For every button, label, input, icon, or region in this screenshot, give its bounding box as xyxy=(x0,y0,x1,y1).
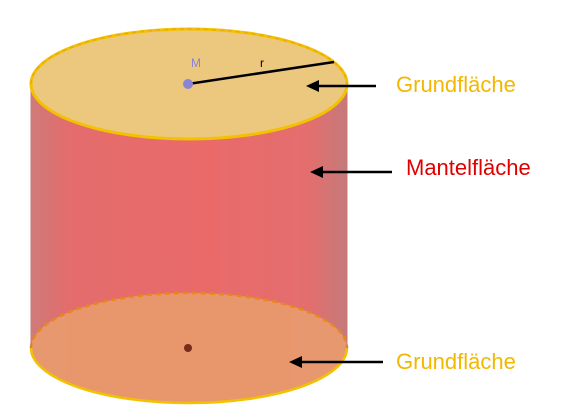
top-center-point xyxy=(183,79,193,89)
arrow-bottom-face xyxy=(289,356,383,368)
radius-label: r xyxy=(260,56,264,70)
lateral-surface-label: Mantelfläche xyxy=(406,155,531,180)
bottom-center-point xyxy=(184,344,192,352)
top-base-dashed-edge xyxy=(30,28,348,85)
radius-line xyxy=(187,60,335,86)
bottom-face-label: Grundfläche xyxy=(396,349,516,374)
center-point-label: M xyxy=(191,56,201,70)
bottom-visible-edge xyxy=(29,347,349,405)
top-face-label: Grundfläche xyxy=(396,72,516,97)
arrow-lateral-surface xyxy=(310,166,392,178)
arrow-top-face xyxy=(306,80,376,92)
